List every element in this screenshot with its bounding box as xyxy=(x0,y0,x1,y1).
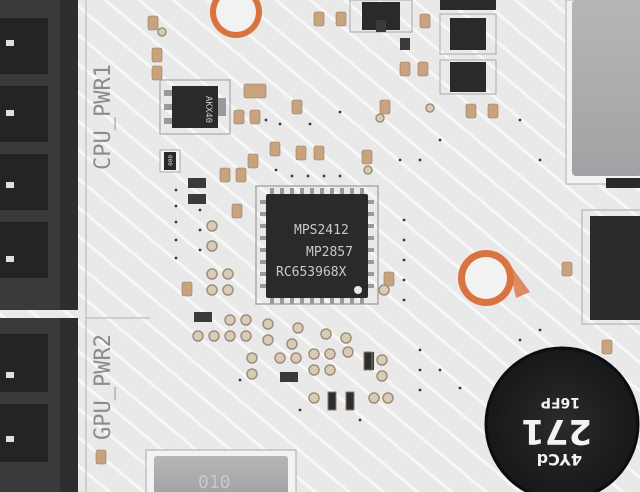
vertical-resistors xyxy=(327,351,373,411)
cpu-pwr-label: CPU_PWR1 xyxy=(91,64,116,170)
top-mosfet-cluster xyxy=(349,0,497,95)
gpu-pwr-label: GPU_PWR2 xyxy=(91,334,116,440)
gpu-power-connector xyxy=(0,318,78,492)
cpu-power-connector xyxy=(0,0,78,310)
via-dots xyxy=(174,110,542,422)
smd-resistor: 000 xyxy=(159,149,181,173)
via-pad-clusters xyxy=(157,27,435,404)
inductor-marking: 010 xyxy=(198,472,231,492)
capacitor-line1: 4YCd xyxy=(537,450,582,469)
mounting-hole-middle xyxy=(458,250,530,306)
chip-marking-line3: RC653968X xyxy=(276,265,347,280)
capacitor-line2: 271 xyxy=(521,411,592,451)
chip-marking-line1: MPS2412 xyxy=(294,223,349,238)
capacitor-line3: 16FP xyxy=(541,394,580,410)
inductor-block-right xyxy=(565,0,640,188)
electrolytic-capacitor: 4YCd 271 16FP xyxy=(484,346,640,492)
silkscreen-outline xyxy=(85,0,150,492)
inductor-bottom: 010 xyxy=(145,449,297,492)
resistor-marking: 000 xyxy=(166,155,173,166)
small-ic: AKX40 xyxy=(159,79,231,135)
main-controller-chip: MPS2412 MP2857 RC653968X xyxy=(255,185,379,305)
chip-marking-line2: MP2857 xyxy=(306,245,353,260)
smd-passives xyxy=(95,11,613,465)
right-edge-chip xyxy=(581,209,640,325)
mounting-hole-top xyxy=(210,0,262,38)
small-ic-marking: AKX40 xyxy=(203,96,213,123)
